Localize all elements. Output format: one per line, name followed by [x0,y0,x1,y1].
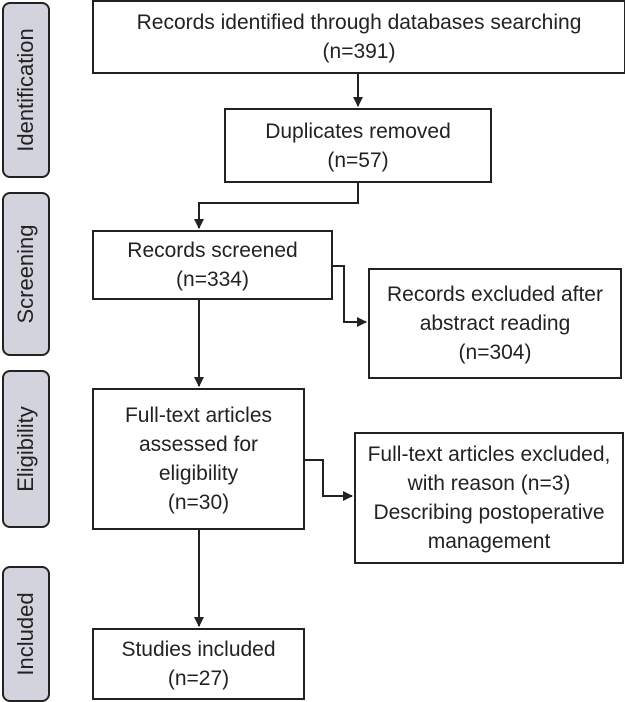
duplicates-removed-text: Duplicates removed [265,119,451,143]
records-screened-text: Records screened [127,239,298,262]
fulltext-excluded-box: Full-text articles excluded, with reason… [354,432,624,564]
phase-eligibility: Eligibility [2,370,50,528]
studies-included-box: Studies included (n=27) [92,628,305,700]
fulltext-excluded-line4: management [427,530,551,553]
fulltext-assessed-box: Full-text articles assessed for eligibil… [92,388,305,530]
records-identified-text: Records identified through databases sea… [136,11,582,34]
fulltext-assessed-line2: assessed for [138,433,259,456]
arrow-duplicates-to-screened [194,183,359,229]
fulltext-excluded-line1: Full-text articles excluded, [367,443,611,466]
duplicates-removed-box: Duplicates removed (n=57) [224,108,492,183]
fulltext-assessed-count: (n=30) [167,491,230,514]
records-excluded-box: Records excluded after abstract reading … [368,268,622,379]
arrow-screened-to-excluded [333,265,367,327]
phase-included: Included [2,566,50,702]
records-identified-count: (n=391) [322,40,396,63]
studies-included-count: (n=27) [167,667,230,690]
phase-identification: Identification [2,2,50,178]
records-excluded-line2: abstract reading [419,312,571,335]
fulltext-assessed-line3: eligibility [158,462,239,485]
fulltext-excluded-line3: Describing postoperative [373,501,605,524]
studies-included-text: Studies included [121,638,276,661]
records-excluded-count: (n=304) [458,341,532,364]
records-screened-count: (n=334) [176,268,249,291]
fulltext-excluded-line2: with reason (n=3) [407,472,571,495]
phase-screening: Screening [2,192,50,356]
duplicates-removed-count: (n=57) [327,148,389,172]
records-excluded-line1: Records excluded after [387,283,603,306]
records-identified-box: Records identified through databases sea… [92,0,625,74]
arrow-assessed-to-excluded [305,459,353,501]
fulltext-assessed-line1: Full-text articles [124,404,273,427]
records-screened-box: Records screened (n=334) [92,230,333,300]
